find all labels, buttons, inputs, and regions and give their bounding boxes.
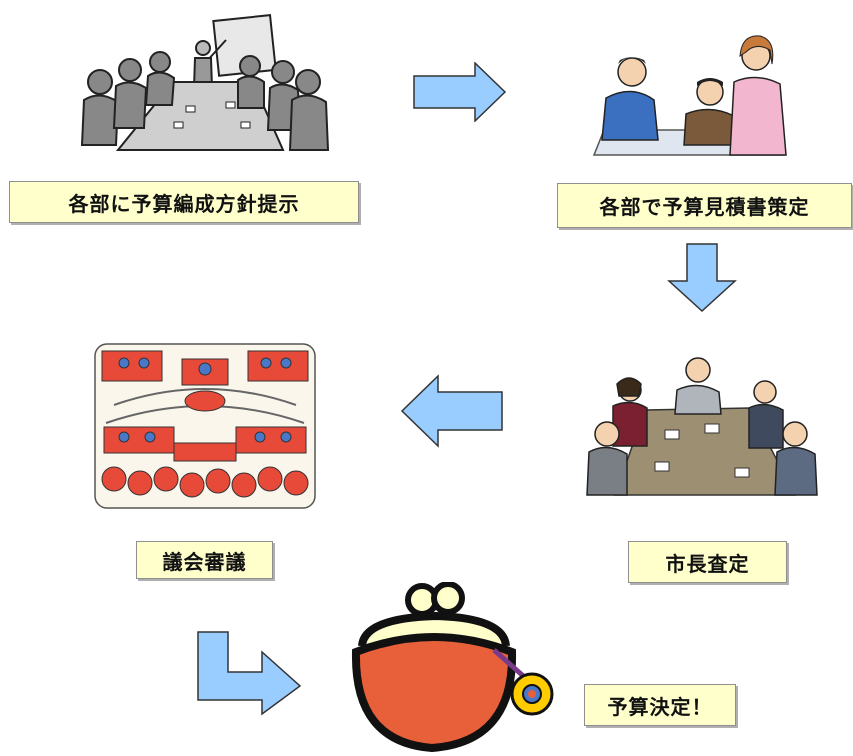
presentation-meeting-illustration: [78, 10, 333, 160]
step-label-mayor-review: 市長査定: [628, 541, 787, 583]
conference-table-meeting-illustration: [585, 350, 820, 500]
final-label-budget-decided: 予算決定！: [584, 684, 736, 726]
step-label-policy: 各部に予算編成方針提示: [9, 181, 359, 223]
arrow-left-icon: [400, 374, 504, 448]
step-label-estimate: 各部で予算見積書策定: [557, 183, 852, 228]
arrow-right-icon: [413, 62, 507, 122]
arrow-down-icon: [667, 243, 737, 313]
council-assembly-illustration: [94, 343, 316, 509]
office-discussion-illustration: [584, 20, 809, 160]
arrow-bent-right-icon: [196, 630, 302, 716]
coin-purse-illustration: [344, 582, 576, 752]
step-label-council-deliberation: 議会審議: [136, 541, 273, 579]
